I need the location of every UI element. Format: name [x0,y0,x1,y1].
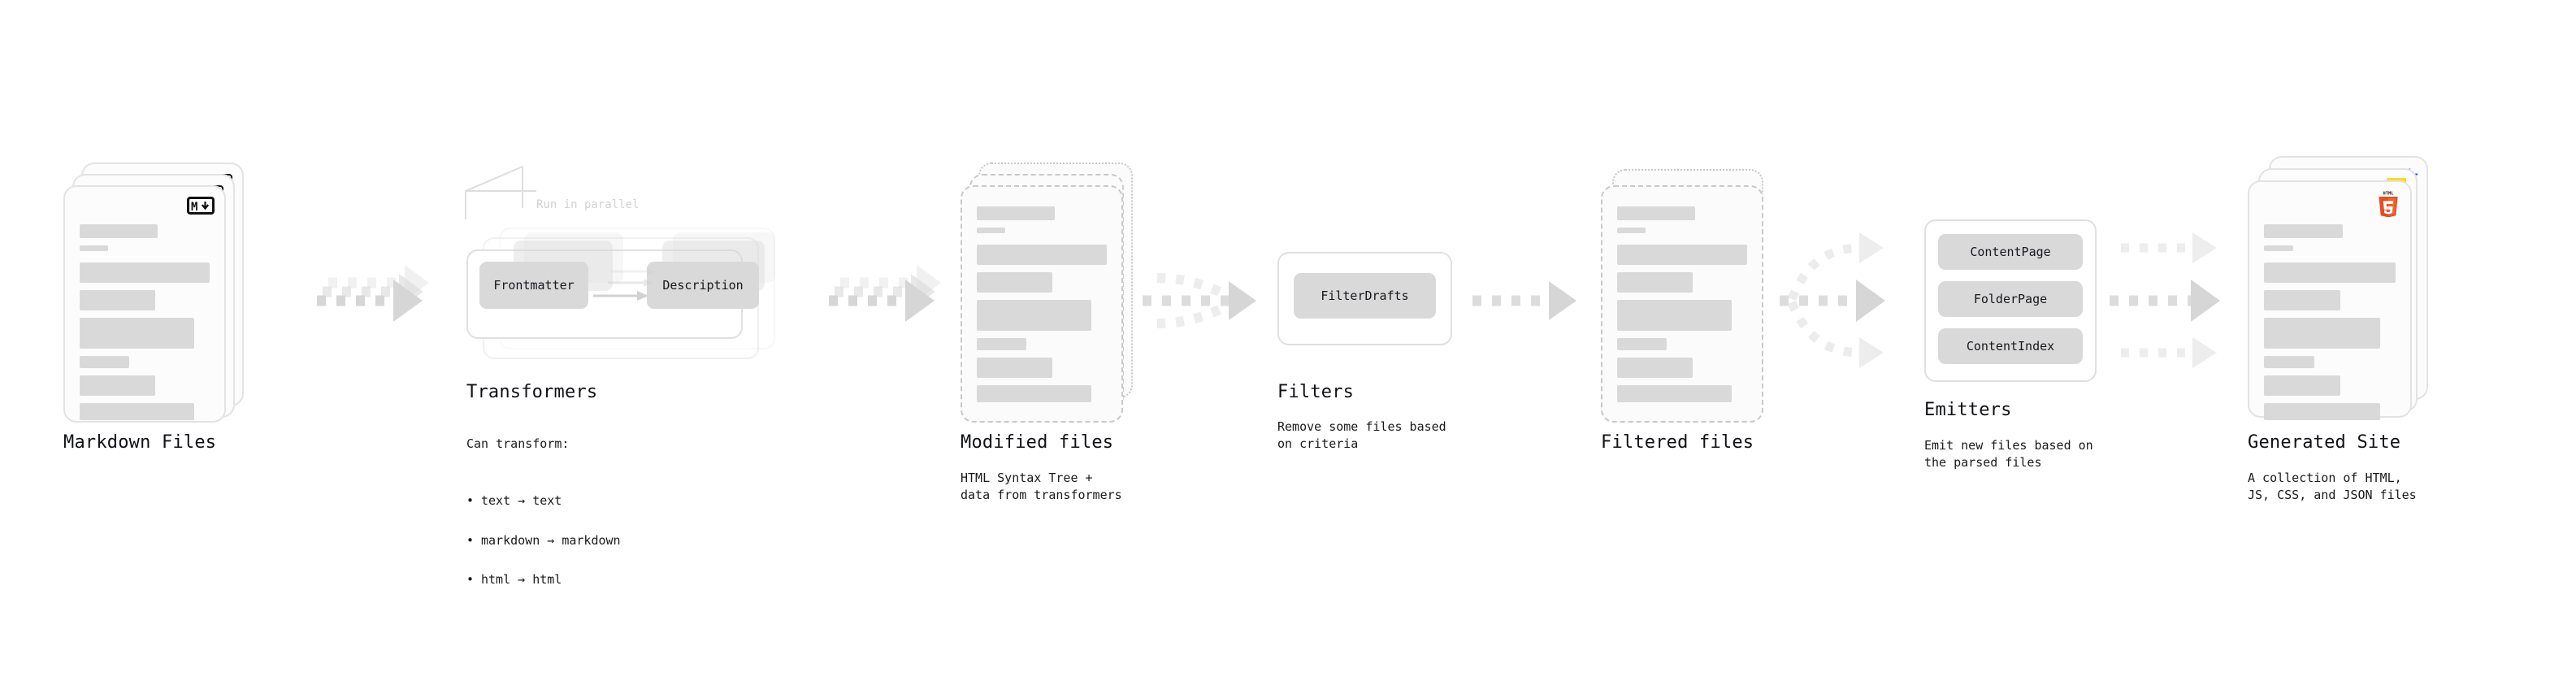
transform-rule: text → text [481,493,562,509]
transform-rule-list: • text → text • markdown → markdown • html … [466,475,621,606]
arrow-emitters-to-site [2110,232,2220,368]
modified-files-stack [961,163,1139,423]
filtered-card-content [1617,206,1747,410]
generated-site-caption: Generated Site [2248,432,2401,453]
modified-files-caption: Modified files [961,432,1114,453]
content-bar [1617,338,1667,350]
emitters-caption: Emitters [1924,400,2012,420]
content-bar [80,245,109,251]
content-bar [1617,228,1646,233]
content-bar [2264,403,2380,420]
transform-rule: html → html [481,572,562,588]
filters-caption: Filters [1277,382,1355,402]
content-bar [80,262,210,283]
chip-description[interactable]: Description [647,262,759,309]
transformers-caption: Transformers [466,382,598,402]
content-bar [80,375,155,396]
content-bar [80,290,155,310]
generated-card-front: HTML [2248,180,2412,420]
bullet: • [466,493,475,509]
content-bar [2264,290,2340,310]
chip-content-index[interactable]: ContentIndex [1938,328,2083,364]
markdown-card-front: M [63,185,226,423]
filtered-card-front [1601,185,1763,423]
filters-description: Remove some files based on criteria [1277,419,1446,452]
arrow-transformers-to-modified [829,265,941,322]
generated-site-description: A collection of HTML, JS, CSS, and JSON … [2248,471,2417,503]
html5-icon: HTML [2376,189,2400,220]
generated-site-stack: CSS HTML [2248,156,2428,420]
bullet: • [466,572,475,588]
content-bar [2264,356,2314,368]
transform-heading: Can transform: [466,436,570,452]
arrow-markdown-to-transformers [317,265,429,322]
modified-card-front [961,185,1123,423]
content-bar [977,385,1091,402]
chip-folder-page[interactable]: FolderPage [1938,281,2083,317]
markdown-files-caption: Markdown Files [63,432,217,453]
run-in-parallel-label: Run in parallel [536,198,640,211]
content-bar [977,245,1107,265]
content-bar [2264,245,2293,251]
content-bar [977,338,1026,350]
content-bar [2264,262,2396,283]
content-bar [1617,206,1695,220]
chip-frontmatter[interactable]: Frontmatter [479,262,588,309]
svg-text:HTML: HTML [2383,191,2395,196]
content-bar [1617,358,1693,378]
content-bar [2264,375,2340,396]
transformers-description: Can transform: • text → text • markdown → … [466,419,621,623]
markdown-files-stack: M M M [63,163,244,423]
chip-filter-drafts[interactable]: FilterDrafts [1294,273,1436,319]
content-bar [80,318,194,349]
markdown-icon: M [187,197,215,215]
filtered-files-stack [1601,163,1780,423]
content-bar [1617,272,1693,293]
arrow-filters-to-filtered [1472,281,1576,320]
filtered-files-caption: Filtered files [1601,432,1754,453]
content-bar [80,403,194,420]
content-bar [2264,318,2380,349]
content-bar [977,358,1052,378]
modified-card-content [977,206,1107,410]
modified-files-description: HTML Syntax Tree + data from transformer… [961,471,1122,503]
bullet: • [466,532,475,548]
content-bar [977,206,1055,220]
content-bar [80,356,129,368]
content-bar [977,272,1052,293]
transform-rule: markdown → markdown [481,532,621,548]
emitters-description: Emit new files based on the parsed files [1924,438,2093,471]
chip-content-page[interactable]: ContentPage [1938,234,2083,270]
content-bar [977,300,1091,331]
content-bar [977,228,1006,233]
content-bar [1617,385,1732,402]
arrow-filtered-to-emitters [1780,232,1885,368]
generated-card-content [2264,224,2396,427]
content-bar [2264,224,2344,238]
run-in-parallel-bracket [465,165,536,219]
content-bar [1617,300,1732,331]
arrow-modified-to-filters [1143,273,1256,328]
markdown-card-content [80,224,210,427]
svg-text:M: M [191,201,197,211]
content-bar [80,224,158,238]
content-bar [1617,245,1747,265]
